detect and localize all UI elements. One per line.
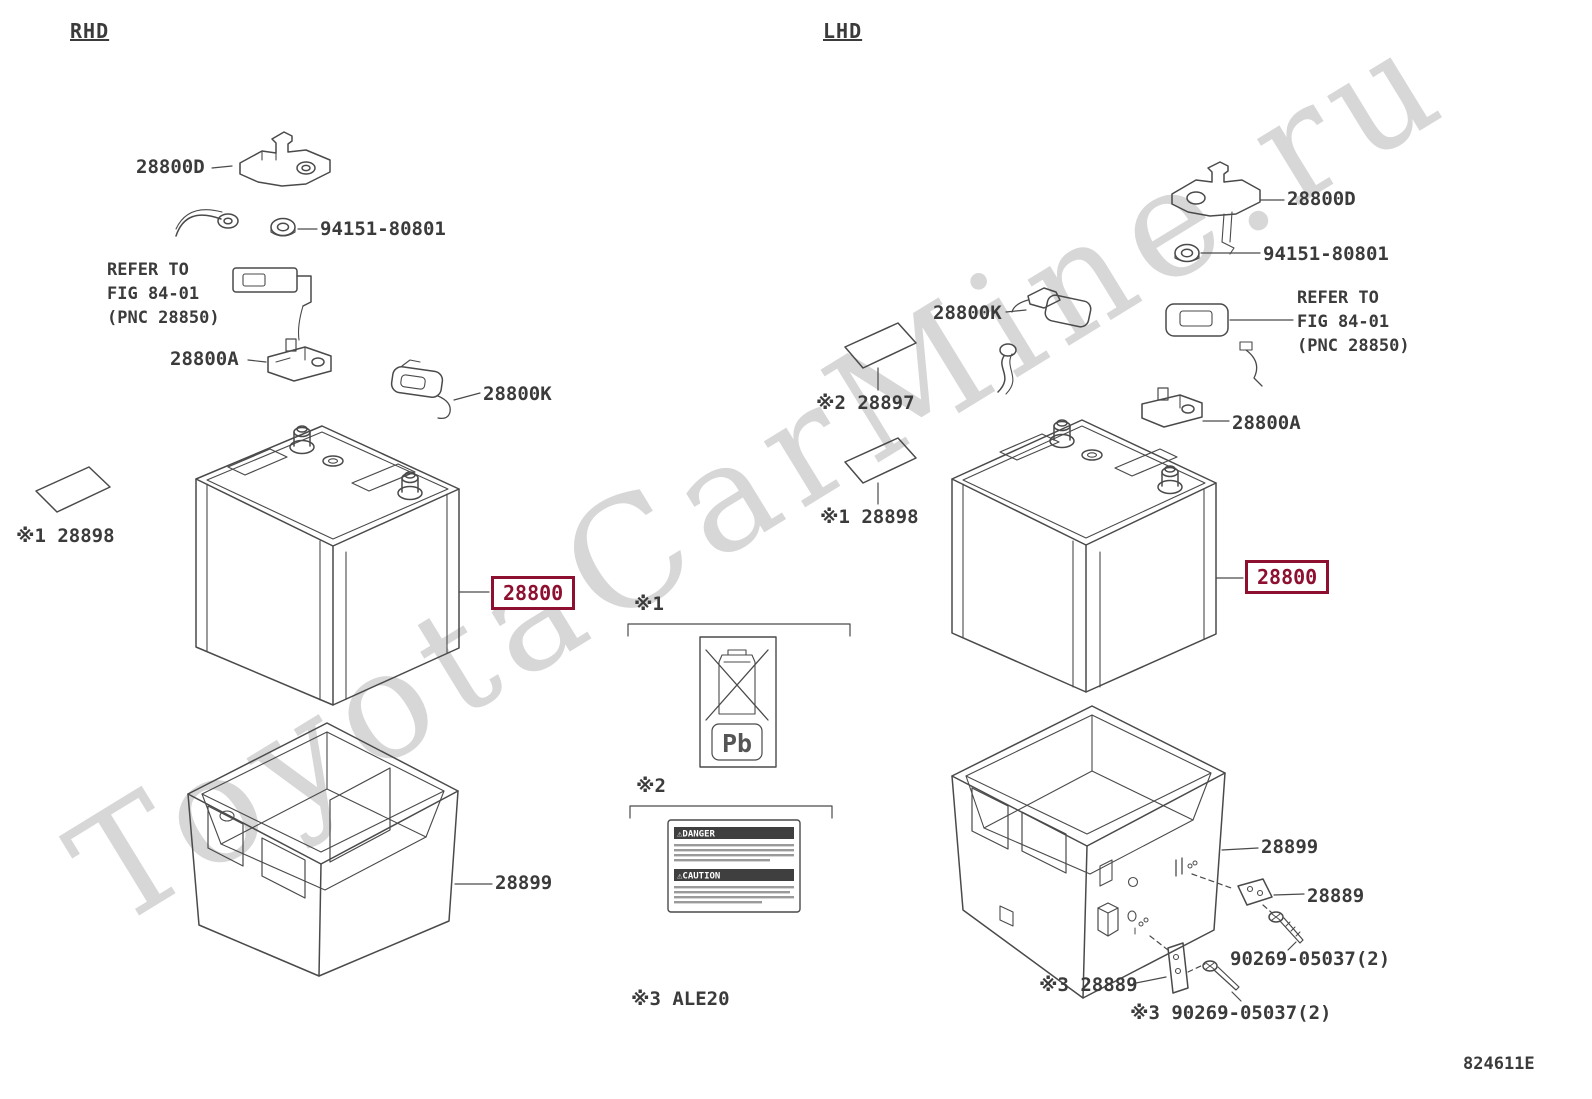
- lhd-part-90269-label[interactable]: 90269-05037(2): [1230, 948, 1391, 970]
- lhd-part-28889-note3-label[interactable]: ※3 28889: [1039, 974, 1138, 996]
- note2-frame: [629, 805, 833, 819]
- rhd-part-28800a-label[interactable]: 28800A: [170, 348, 239, 370]
- lhd-sticker-28897-drawing: [844, 322, 917, 369]
- rhd-sensor-28800k-drawing: [390, 359, 451, 420]
- rhd-part-28898-label[interactable]: ※1 28898: [16, 525, 115, 547]
- lhd-part-94151-label[interactable]: 94151-80801: [1263, 243, 1389, 265]
- rhd-sticker-28898-drawing: [35, 466, 111, 513]
- lhd-nut-drawing: [1174, 243, 1200, 263]
- rhd-nut-drawing: [270, 217, 296, 237]
- lhd-sticker-28898-drawing: [844, 437, 917, 484]
- lhd-part-90269-note3-label[interactable]: ※3 90269-05037(2): [1130, 1002, 1332, 1024]
- lhd-part-28800a-label[interactable]: 28800A: [1232, 412, 1301, 434]
- lhd-refer-note: REFER TO FIG 84-01 (PNC 28850): [1297, 288, 1410, 356]
- rhd-refer-bracket-drawing: [232, 267, 312, 341]
- rhd-part-28800k-label[interactable]: 28800K: [483, 383, 552, 405]
- rhd-battery-drawing: [195, 425, 460, 706]
- lhd-wire-drawing: [997, 343, 1017, 395]
- warning-label-drawing: [667, 819, 801, 913]
- note3-ale20-label: ※3 ALE20: [631, 988, 730, 1010]
- rhd-clamp-28800d-drawing: [239, 131, 331, 187]
- lhd-title: LHD: [823, 19, 863, 43]
- lhd-part-28800k-label[interactable]: 28800K: [933, 302, 1002, 324]
- rhd-part-28899-label[interactable]: 28899: [495, 872, 553, 894]
- lhd-bracket-28889-drawing: [1237, 878, 1273, 906]
- rhd-title: RHD: [70, 19, 110, 43]
- lhd-part-28889-label[interactable]: 28889: [1307, 885, 1365, 907]
- lhd-clamp-28800d-drawing: [1171, 161, 1261, 255]
- lhd-tray-28899-drawing: [951, 705, 1226, 999]
- rhd-part-94151-label[interactable]: 94151-80801: [320, 218, 446, 240]
- lhd-part-28897-label[interactable]: ※2 28897: [816, 392, 915, 414]
- note1-label: ※1: [634, 593, 664, 615]
- lhd-screw-90269-drawing: [1268, 911, 1304, 944]
- note1-frame: [627, 623, 851, 637]
- leader-lines: [211, 165, 1305, 1002]
- rhd-tray-28899-drawing: [187, 722, 459, 977]
- figure-code: 824611E: [1463, 1054, 1535, 1074]
- lhd-part-28898-label[interactable]: ※1 28898: [820, 506, 919, 528]
- pb-symbol-text: Pb: [722, 729, 752, 758]
- lhd-refer-connector-drawing: [1165, 303, 1263, 387]
- rhd-part-28800d-label[interactable]: 28800D: [136, 156, 205, 178]
- warning-caution-text: ⚠CAUTION: [677, 872, 720, 882]
- rhd-wire-drawing: [175, 209, 239, 237]
- lhd-screw3-90269-drawing: [1202, 960, 1240, 991]
- lhd-part-28800-box[interactable]: 28800: [1245, 560, 1330, 594]
- lhd-battery-drawing: [951, 419, 1217, 693]
- lhd-part-28899-label[interactable]: 28899: [1261, 836, 1319, 858]
- rhd-refer-note: REFER TO FIG 84-01 (PNC 28850): [107, 260, 220, 328]
- rhd-part-28800-box[interactable]: 28800: [491, 576, 576, 610]
- warning-danger-text: ⚠DANGER: [677, 830, 716, 840]
- assembly-dashed-lines: [1149, 873, 1273, 973]
- lhd-terminal-28800a-drawing: [1141, 387, 1203, 428]
- lhd-part-28800d-label[interactable]: 28800D: [1287, 188, 1356, 210]
- note2-label: ※2: [636, 775, 666, 797]
- rhd-terminal-28800a-drawing: [267, 338, 332, 382]
- pb-label-drawing: [699, 636, 777, 768]
- lhd-bracket3-28889-drawing: [1167, 942, 1189, 994]
- warning-label-bars: ⚠DANGER ⚠CAUTION: [674, 827, 794, 904]
- lhd-sensor-28800k-drawing: [1011, 287, 1092, 328]
